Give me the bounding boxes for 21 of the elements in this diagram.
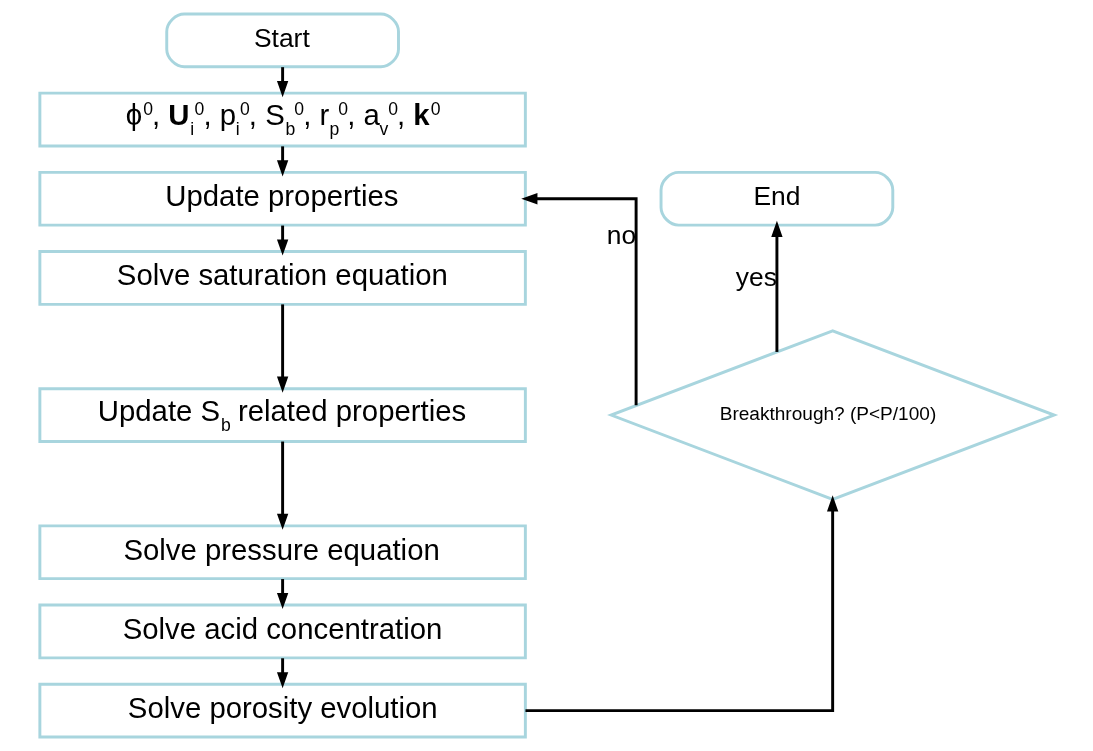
arrow <box>276 304 288 393</box>
node-box: End <box>659 170 894 227</box>
node-box: Update S$_{b}$ related properties <box>37 387 527 443</box>
node-box: Update properties <box>37 170 527 227</box>
node-box: ϕ$^{0}$, U$_{i}$$^{0}$, p$_{i}$$^{0}$, S$_{b}$$^{0}$, r$_{p}$$^{0}$, a$_{v}$$^{0}$, k$^{0}$ <box>37 91 527 148</box>
arrow <box>276 441 288 530</box>
arrow <box>524 495 838 713</box>
node-box: Solve porosity evolution <box>37 682 527 739</box>
node-box: Solve acid concentration <box>37 603 527 660</box>
arrow <box>520 193 638 406</box>
edge-label: no <box>606 219 636 250</box>
edge-label: yes <box>735 261 777 292</box>
arrow <box>276 67 288 98</box>
arrow <box>276 658 288 689</box>
arrow <box>276 146 288 177</box>
node-box: Solve pressure equation <box>37 524 527 581</box>
arrow <box>276 579 288 610</box>
node-box: Solve saturation equation <box>37 250 527 306</box>
node-box: Start <box>164 12 400 69</box>
arrow <box>770 220 783 352</box>
node-diamond: Breakthrough? (P<P/100) <box>606 329 1058 501</box>
